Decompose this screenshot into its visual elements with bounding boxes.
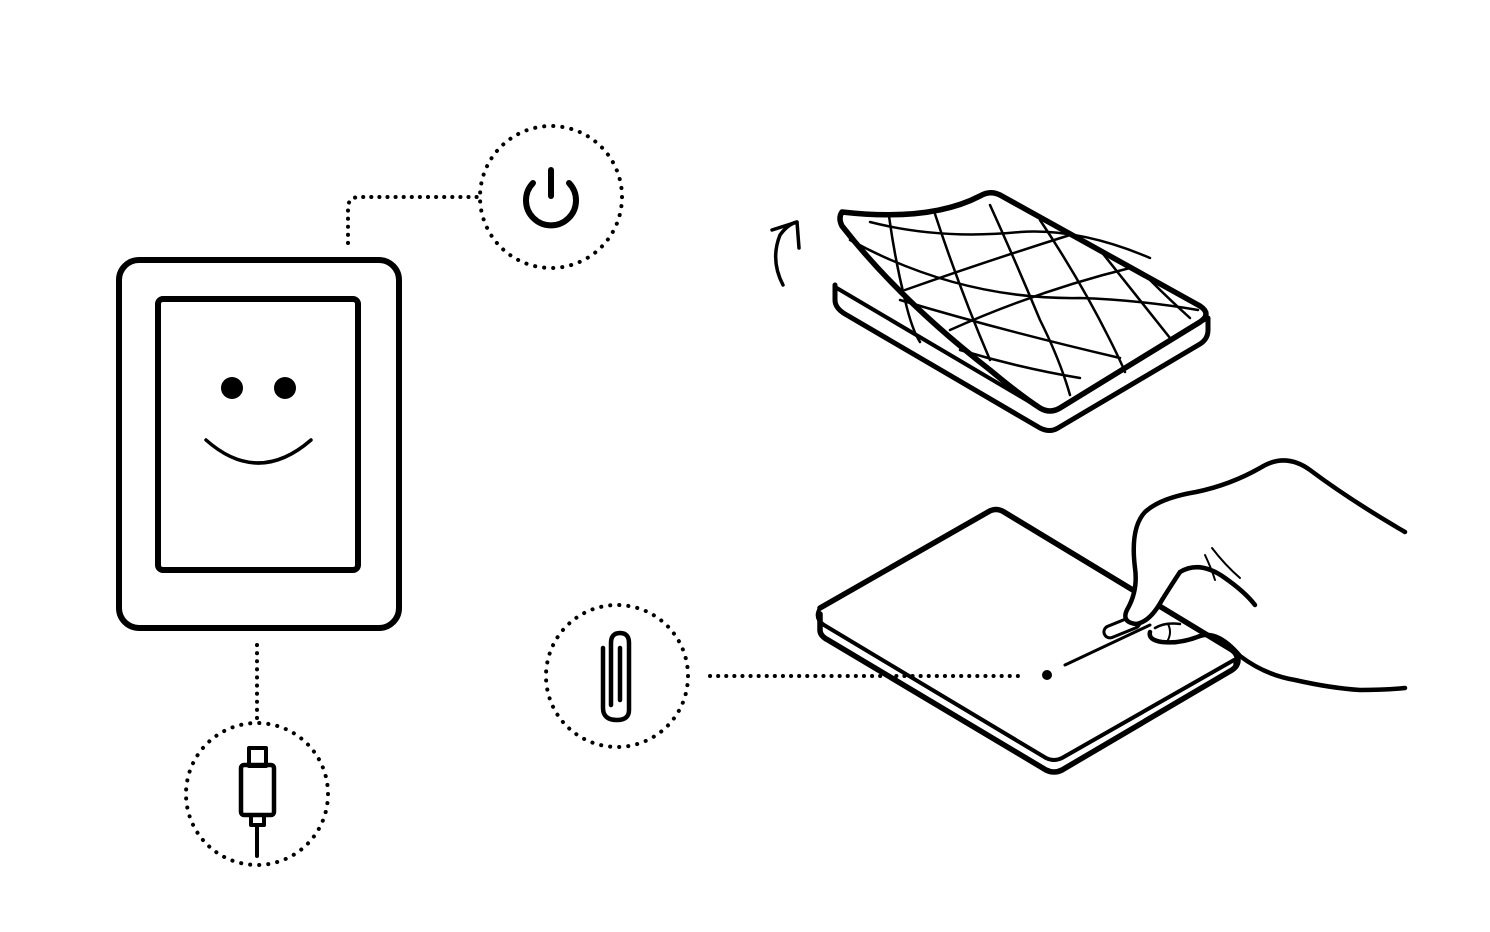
cover-icon [770,190,1211,433]
paperclip-callout [544,603,690,749]
ereader-icon [116,257,402,631]
power-icon [523,167,579,229]
usb-port-callout [184,721,330,867]
paperclip-icon [600,630,632,723]
power-button-callout [478,124,624,270]
hand-icon [1123,458,1408,693]
power-connector-line [346,195,480,245]
device-back-icon [815,506,1241,775]
reset-hole-icon [1042,670,1052,680]
usb-cable-icon [238,746,277,858]
smiley-face-icon [204,377,313,465]
lift-arrow-icon [770,220,801,287]
